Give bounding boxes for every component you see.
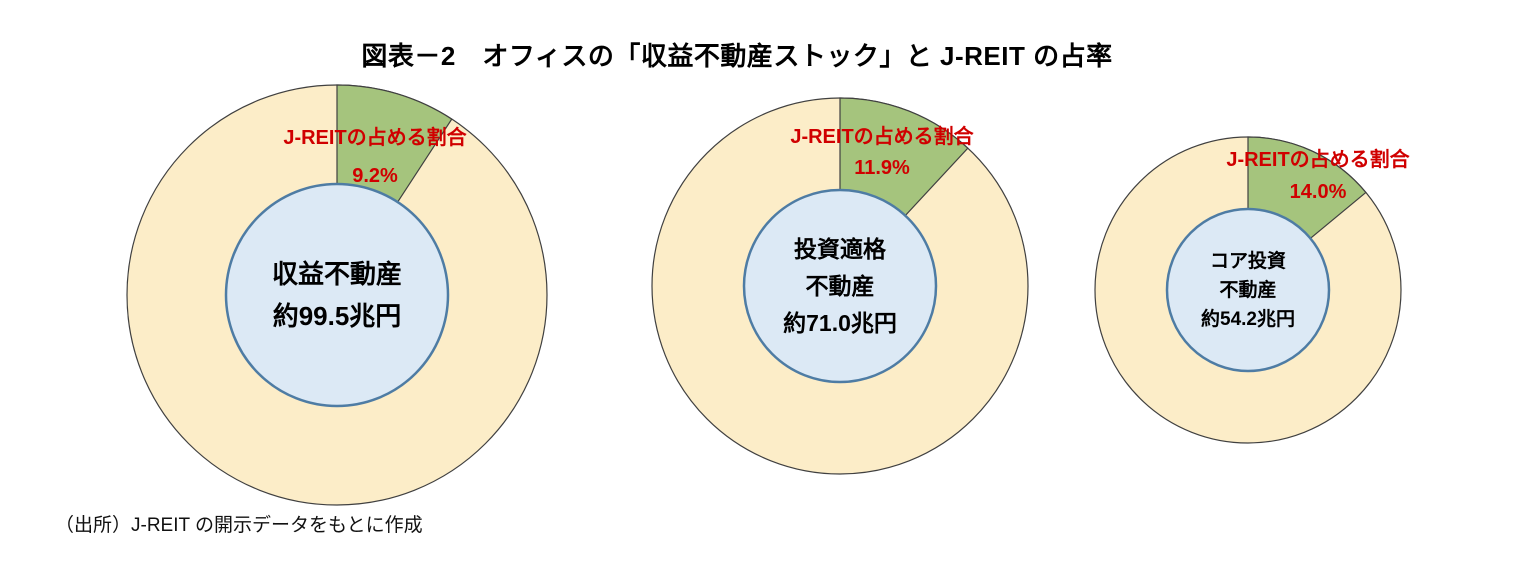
- source-note: （出所）J-REIT の開示データをもとに作成: [55, 515, 423, 536]
- donut-svg: [651, 97, 1029, 475]
- donut-svg: [126, 84, 548, 506]
- inner-circle: [1165, 207, 1331, 373]
- inner-circle: [224, 182, 450, 408]
- donut-svg: [1094, 136, 1402, 444]
- figure-title: 図表－2 オフィスの「収益不動産ストック」と J-REIT の占率: [361, 41, 1113, 71]
- inner-circle: [742, 188, 938, 384]
